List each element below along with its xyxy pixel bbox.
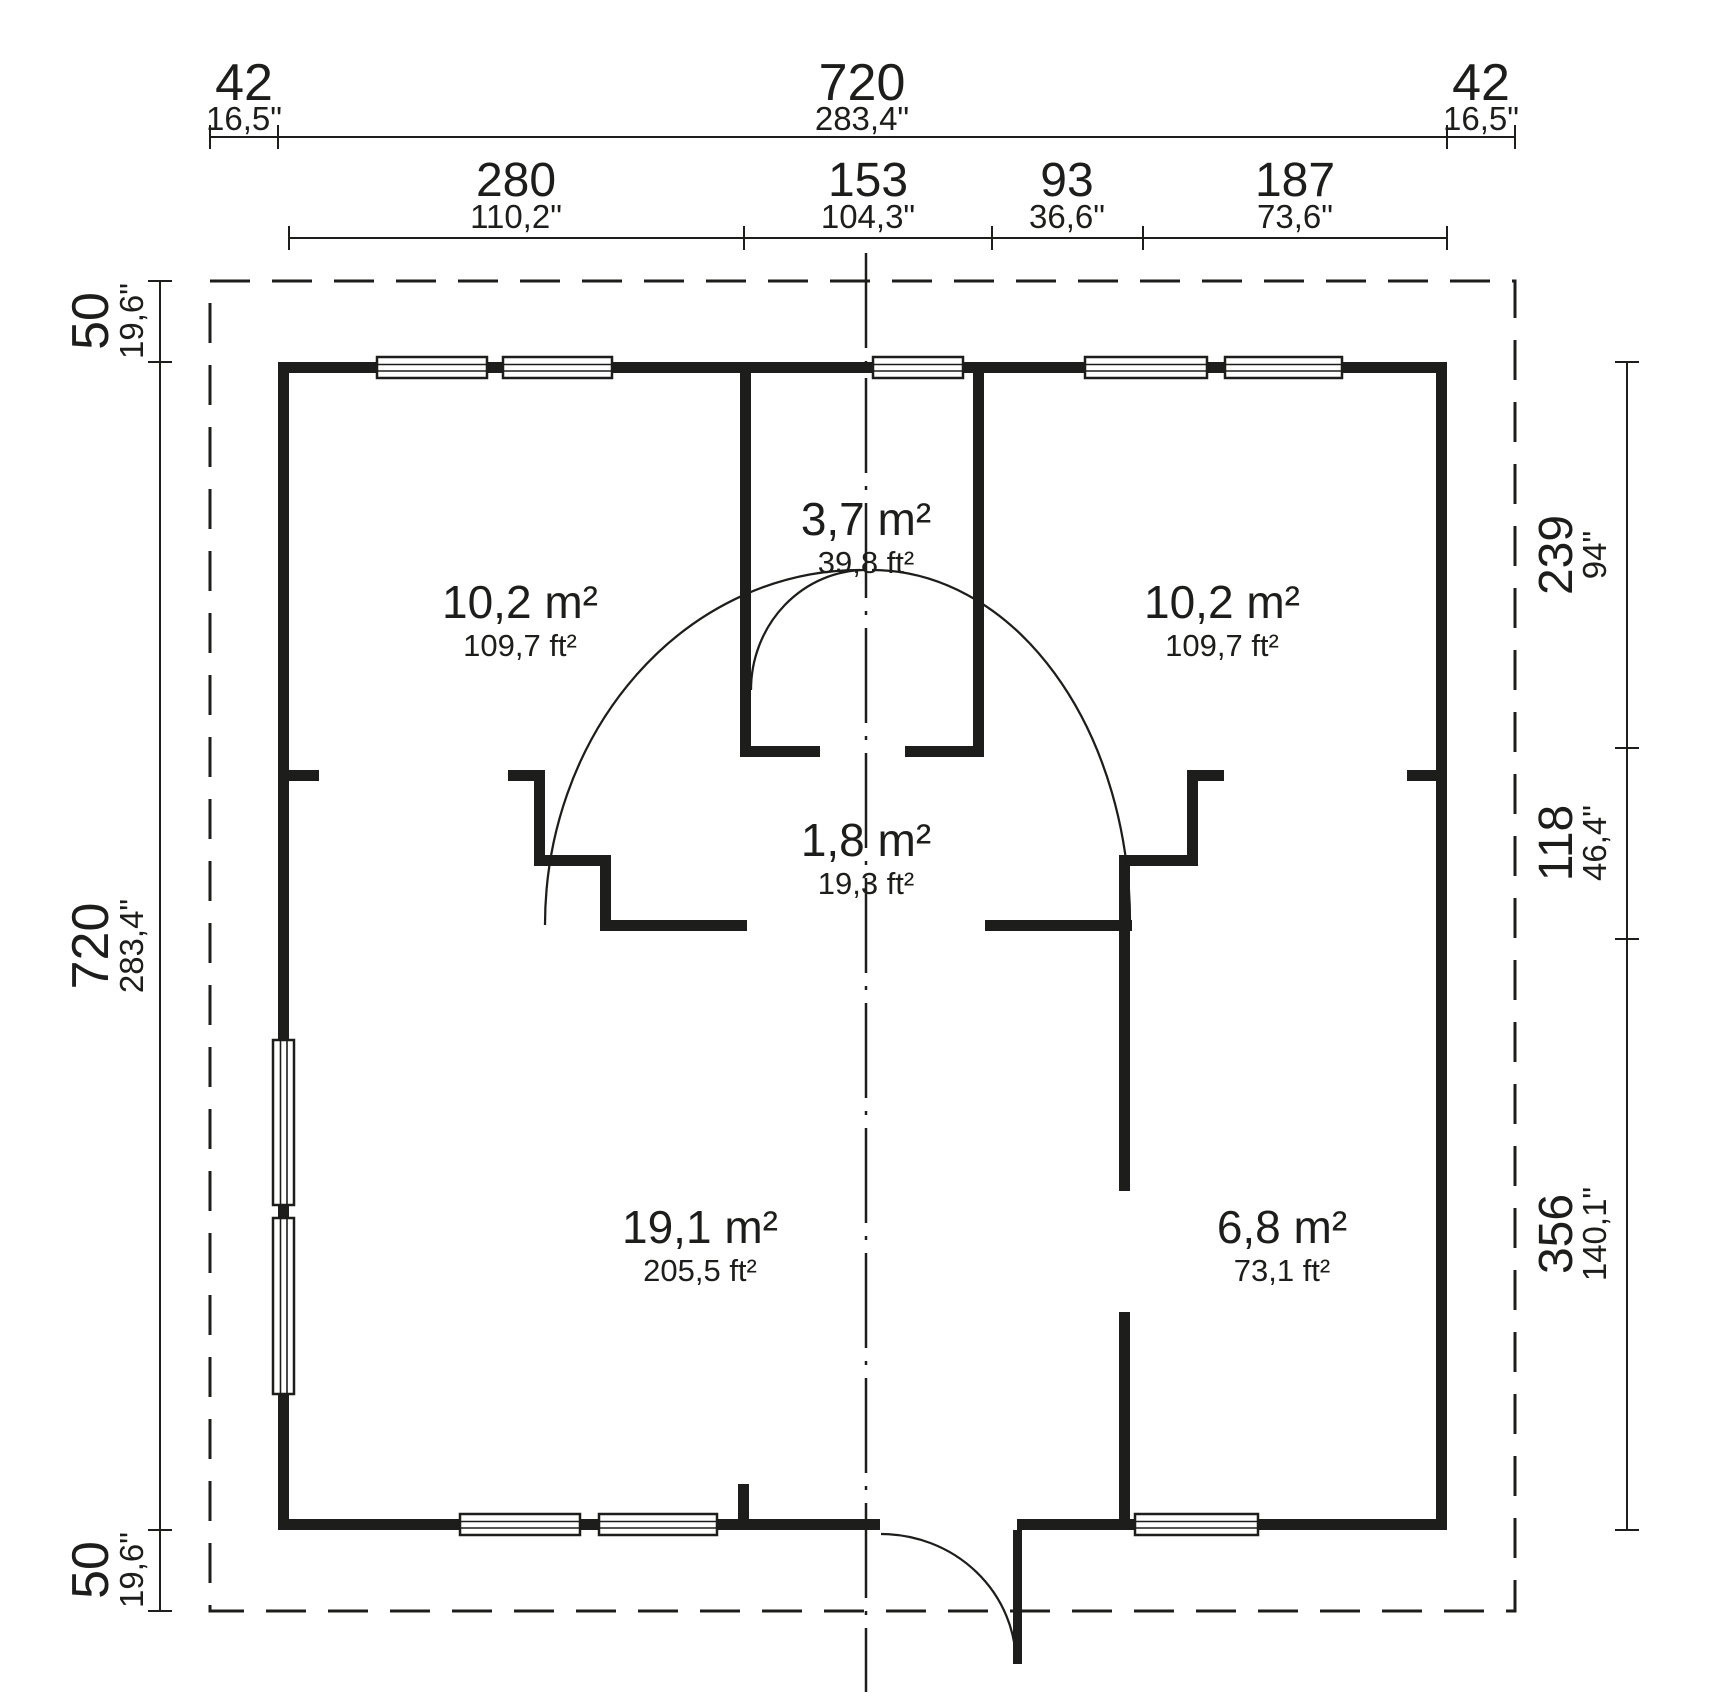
left-bedroom-wall-stub-b: [508, 770, 545, 781]
entry-wall-stub: [738, 1484, 749, 1530]
door-swings: [543, 568, 1132, 1665]
room-living-ft2: 205,5 ft²: [643, 1253, 757, 1288]
window-top-3: [871, 355, 965, 380]
window-left-2: [271, 1216, 296, 1396]
room-hall-ft2: 19,3 ft²: [818, 866, 915, 901]
dim-top-280-in: 110,2": [470, 198, 562, 235]
vestibule-left-wall: [740, 373, 751, 757]
vestibule-bottom-right-jamb: [905, 746, 984, 757]
room-small-m2: 6,8 m²: [1217, 1201, 1347, 1253]
left-bedroom-wall-stub-a: [289, 770, 319, 781]
dim-right-356-cm: 356: [1530, 1194, 1583, 1274]
dim-top-42-left-in: 16,5": [206, 100, 282, 137]
dim-right-356-in: 140,1": [1576, 1187, 1613, 1281]
room-vestibule-ft2: 39,8 ft²: [818, 545, 915, 580]
hall-left-wall: [534, 855, 611, 866]
right-bedroom-wall-stub-a: [1407, 770, 1436, 781]
wall-left: [278, 362, 289, 1530]
dim-left-50-bottom-in: 19,6": [113, 1532, 150, 1608]
hall-right-jamb: [1119, 855, 1130, 931]
dim-top-720-cm: 720: [819, 54, 906, 112]
dim-top-187-cm: 187: [1255, 154, 1335, 207]
right-bedroom-wall-stub-b: [1187, 770, 1224, 781]
interior-walls: [289, 373, 1436, 1664]
hall-bottom-right-wall: [985, 920, 1132, 931]
overhang-dashed-boundary: [208, 279, 1517, 1613]
dim-left-50-top-cm: 50: [62, 292, 120, 350]
hall-left-jamb: [600, 855, 611, 931]
room-living-m2: 19,1 m²: [622, 1201, 778, 1253]
dim-top-153-cm: 153: [828, 154, 908, 207]
entry-door-jamb-wall: [1013, 1530, 1022, 1664]
wall-right: [1436, 362, 1447, 1530]
window-left-1: [271, 1038, 296, 1207]
left-partition-connector: [534, 770, 545, 866]
room-labels: 3,7 m² 39,8 ft² 10,2 m² 109,7 ft² 10,2 m…: [442, 493, 1347, 1288]
window-top-5: [1223, 355, 1344, 380]
hall-left-door-arc: [543, 568, 861, 926]
room-right-bedroom-ft2: 109,7 ft²: [1165, 628, 1279, 663]
dim-top-280-cm: 280: [476, 154, 556, 207]
dim-top-153-in: 104,3": [821, 198, 915, 235]
dim-top-93-cm: 93: [1040, 154, 1093, 207]
vestibule-right-wall: [973, 373, 984, 757]
dim-right-118-cm: 118: [1530, 805, 1583, 882]
vestibule-door-arc: [749, 568, 867, 691]
dim-top-93-in: 36,6": [1029, 198, 1105, 235]
dimension-lines: [148, 125, 1639, 1612]
entry-door-arc: [880, 1532, 1018, 1665]
window-bottom-2: [597, 1512, 719, 1537]
dim-left-50-top-in: 19,6": [113, 283, 150, 359]
room-hall-m2: 1,8 m²: [801, 814, 931, 866]
bottom-rooms-divider-lower: [1119, 1312, 1130, 1530]
dim-right-239-in: 94": [1576, 531, 1613, 579]
window-bottom-1: [458, 1512, 582, 1537]
dim-top-42-left-cm: 42: [215, 54, 273, 112]
hall-bottom-left-wall: [600, 920, 747, 931]
dim-right-239-cm: 239: [1530, 515, 1583, 595]
room-right-bedroom-m2: 10,2 m²: [1144, 576, 1300, 628]
room-small-ft2: 73,1 ft²: [1234, 1253, 1331, 1288]
dim-left-50-bottom-cm: 50: [62, 1541, 120, 1599]
dim-top-42-right-in: 16,5": [1443, 100, 1519, 137]
dim-top-42-right-cm: 42: [1452, 54, 1510, 112]
dim-left-720-cm: 720: [62, 903, 120, 990]
dimension-labels: 42 16,5" 720 283,4" 42 16,5" 280 110,2" …: [62, 54, 1613, 1608]
right-partition-connector: [1187, 770, 1198, 866]
bottom-rooms-divider-upper: [1119, 920, 1130, 1191]
room-vestibule-m2: 3,7 m²: [801, 493, 931, 545]
wall-top: [278, 362, 1447, 373]
windows: [271, 355, 1344, 1537]
room-left-bedroom-m2: 10,2 m²: [442, 576, 598, 628]
hall-right-door-arc: [871, 568, 1132, 923]
hall-right-wall: [1119, 855, 1198, 866]
room-left-bedroom-ft2: 109,7 ft²: [463, 628, 577, 663]
window-top-2: [501, 355, 614, 380]
window-bottom-3: [1133, 1512, 1260, 1537]
vestibule-bottom-left-jamb: [740, 746, 820, 757]
dim-top-720-in: 283,4": [815, 100, 909, 137]
dim-left-720-in: 283,4": [113, 899, 150, 993]
dim-right-118-in: 46,4": [1576, 805, 1613, 881]
window-top-4: [1083, 355, 1209, 380]
window-top-1: [375, 355, 489, 380]
dim-top-187-in: 73,6": [1257, 198, 1333, 235]
